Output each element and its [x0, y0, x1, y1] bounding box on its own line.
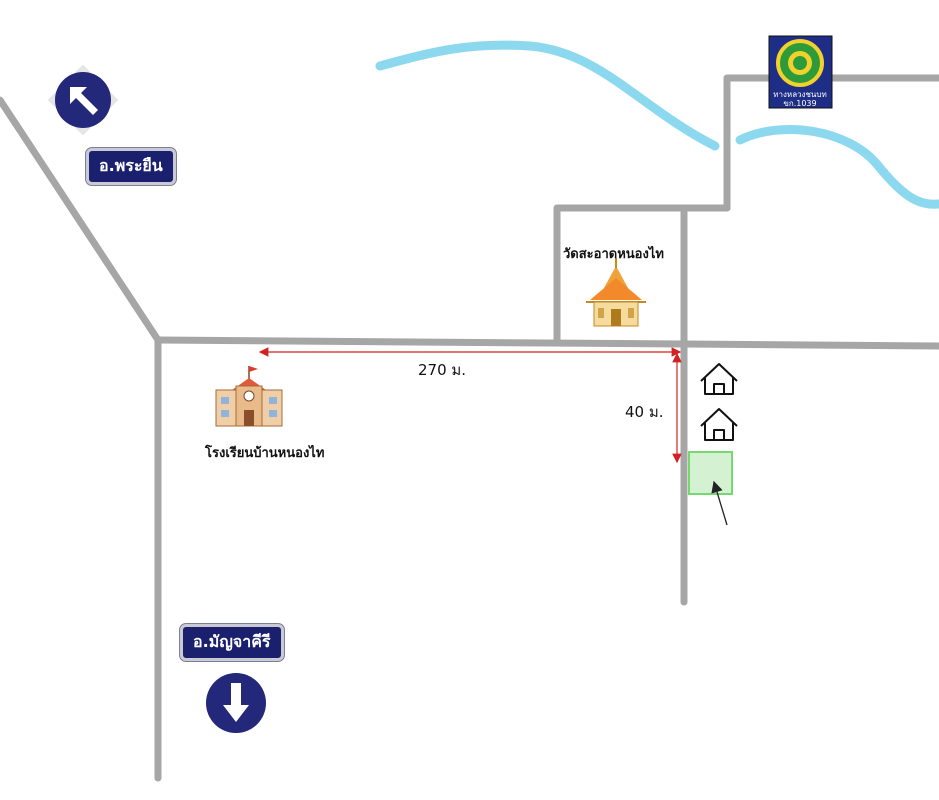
distance-label-horizontal: 270 ม. [418, 361, 467, 379]
school-label: โรงเรียนบ้านหนองไท [205, 446, 325, 461]
road-north-branch [723, 74, 939, 212]
sign-north-west: อ.พระยืน [86, 148, 176, 185]
temple-label: วัดสะอาดหนองไท [563, 247, 664, 262]
pointer-arrow-icon [711, 480, 728, 526]
sign-north-west-label: อ.พระยืน [99, 156, 163, 175]
arrow-up-left-icon [47, 64, 119, 136]
house-icon [700, 408, 738, 441]
school-icon [215, 366, 283, 427]
arrow-down-icon [206, 673, 266, 733]
sign-south: อ.มัญจาคีรี [180, 624, 284, 661]
temple-icon [586, 258, 646, 327]
road-main-horizontal [154, 336, 939, 350]
distance-label-vertical: 40 ม. [625, 403, 664, 421]
sign-south-label: อ.มัญจาคีรี [193, 632, 271, 651]
land-plot-marker[interactable] [688, 451, 733, 495]
highway-badge: ทางหลวงชนบท ขก.1039 [768, 35, 833, 109]
river-east [735, 125, 939, 209]
road-temple-block [553, 204, 731, 344]
house-icon [700, 363, 738, 395]
highway-badge-line1: ทางหลวงชนบท [773, 90, 827, 99]
road-diagonal-northwest [0, 96, 162, 344]
highway-badge-line2: ขก.1039 [783, 99, 816, 108]
river [375, 40, 720, 151]
